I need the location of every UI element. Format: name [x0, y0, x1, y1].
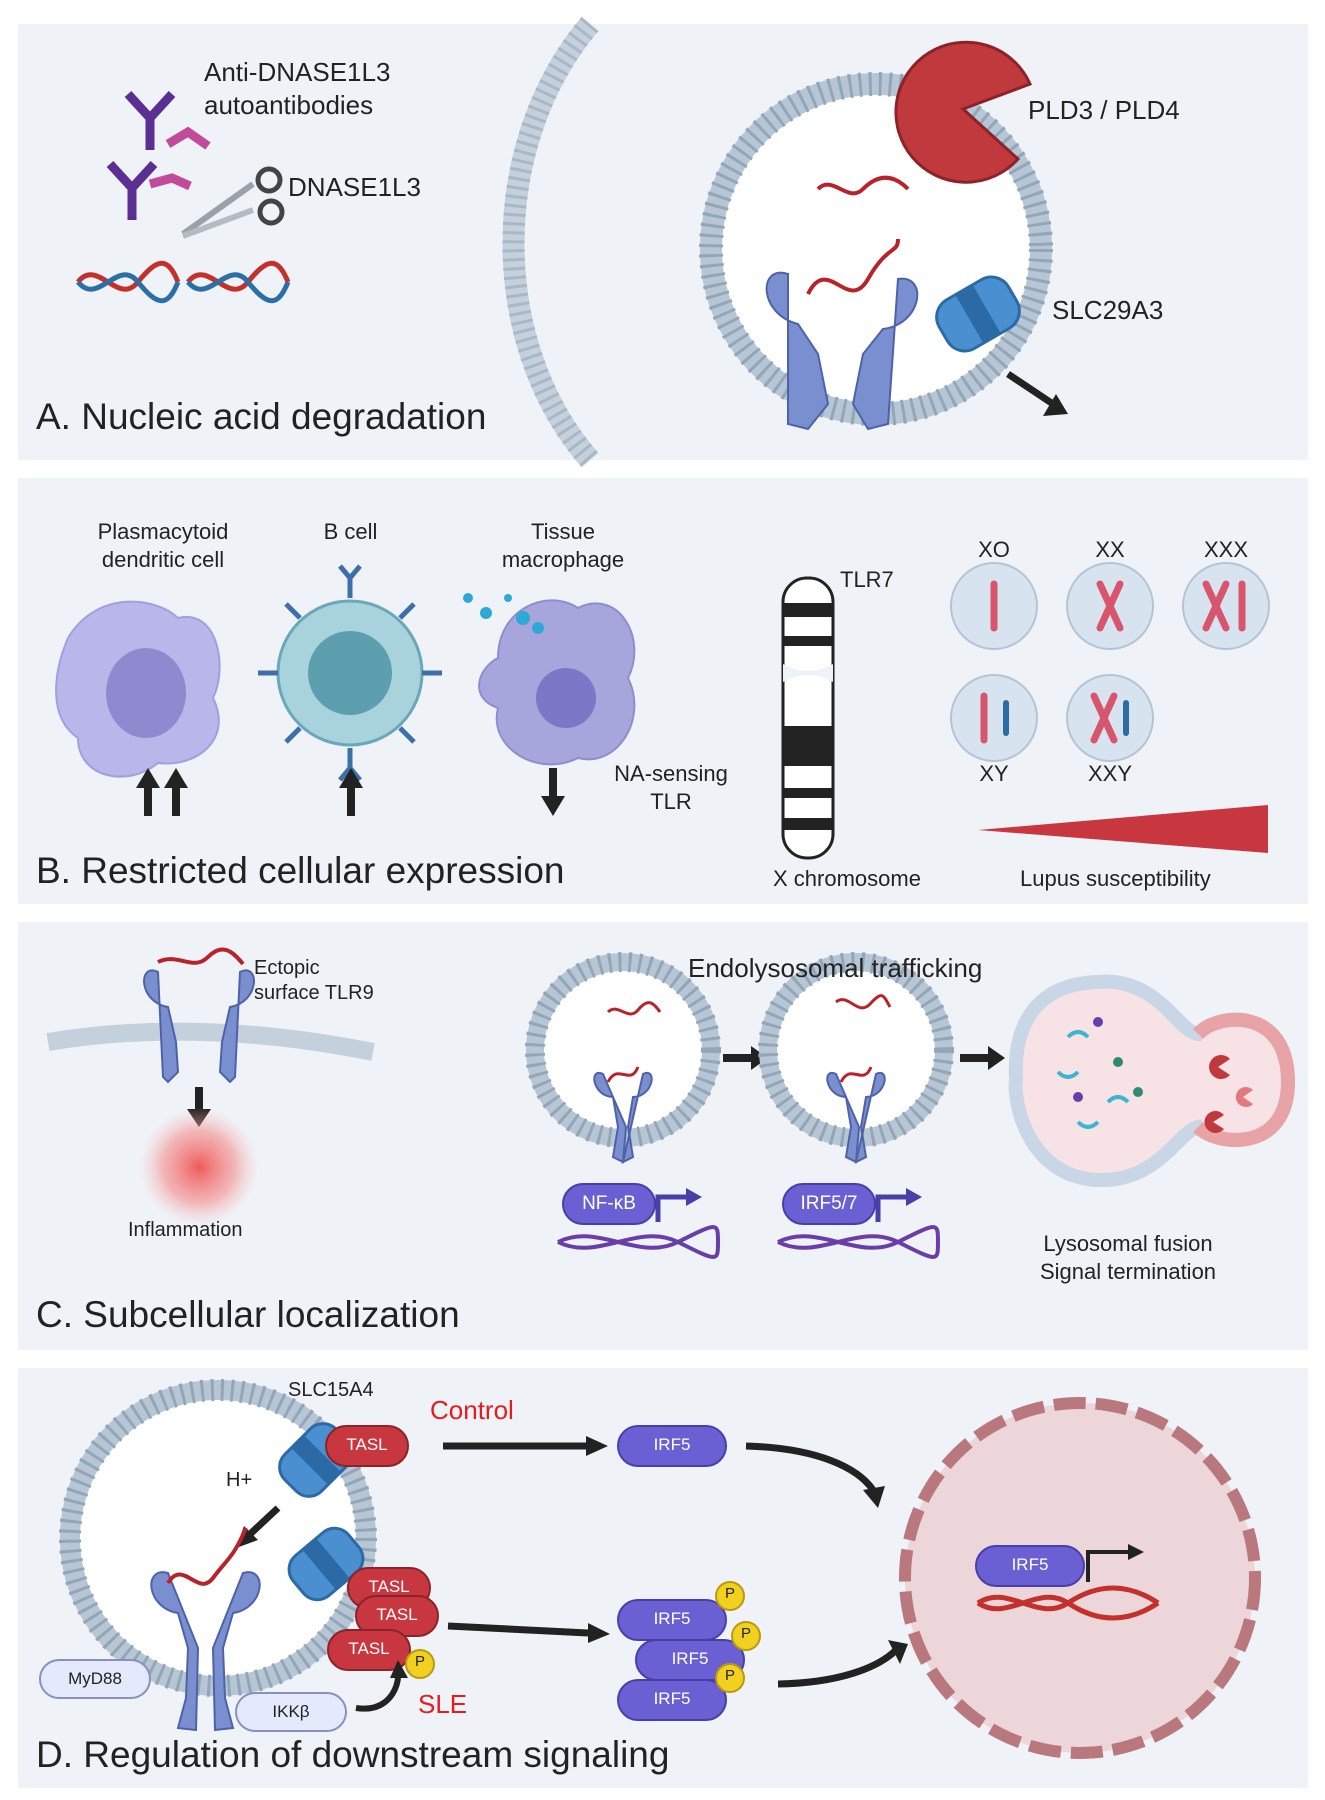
- x-chromosome-label: X chromosome: [773, 866, 921, 891]
- scissors-icon: [181, 166, 285, 239]
- slc29a3-label: SLC29A3: [1052, 295, 1164, 325]
- inflammation-glow: [139, 1107, 259, 1227]
- slc15a4-transporter-lower: [287, 1526, 365, 1602]
- panel-b-title: B. Restricted cellular expression: [36, 850, 565, 891]
- phospho-label-2: P: [740, 1625, 751, 1642]
- export-arrow: [1006, 371, 1055, 407]
- slc15a4-label: SLC15A4: [288, 1379, 374, 1401]
- irf5-protein: [617, 1425, 727, 1467]
- phospho-label-1: P: [724, 1585, 735, 1602]
- tasl-label-1: TASL: [368, 1577, 410, 1596]
- tasl-label-3: TASL: [348, 1639, 390, 1658]
- panel-c-graphics: [46, 947, 1296, 1259]
- phospho-badge: [405, 1649, 435, 1679]
- panel-d: SLC15A4 Control H+ TASL TASL TASL TASL P…: [18, 1368, 1308, 1788]
- panel-a-title: A. Nucleic acid degradation: [36, 396, 487, 437]
- irf5-label-3: IRF5: [653, 1689, 691, 1708]
- irf5-label-2: IRF5: [671, 1649, 709, 1668]
- antibody-icon: [124, 90, 211, 150]
- tlr7-label: TLR7: [840, 567, 894, 592]
- karyotype-xxx: XXX: [1203, 537, 1249, 562]
- dna-icon: [186, 260, 291, 304]
- myd88-label: MyD88: [68, 1669, 122, 1688]
- irf57-label: IRF5/7: [800, 1193, 858, 1214]
- karyotype-xo: XO: [978, 537, 1010, 562]
- irf5-control-label: IRF5: [653, 1435, 691, 1454]
- susceptibility-wedge: [978, 805, 1268, 853]
- nucleic-acid: [816, 175, 910, 196]
- antibody-icon: [258, 564, 442, 782]
- plasma-membrane: [502, 16, 599, 468]
- panel-b-graphics: [55, 562, 1270, 860]
- pld-enzyme: [894, 40, 1033, 184]
- irf5-label-1: IRF5: [653, 1609, 691, 1628]
- x-chromosome-icon: [781, 576, 835, 860]
- myd88-protein: [39, 1659, 151, 1699]
- tasl-control-label: TASL: [346, 1435, 388, 1454]
- ikkb-protein: [235, 1692, 347, 1732]
- inflammation-label: Inflammation: [128, 1219, 243, 1241]
- phospho-label: P: [414, 1653, 425, 1670]
- karyotype-xx: XX: [1095, 537, 1125, 562]
- irf5-nuclear: [975, 1545, 1085, 1587]
- sle-label: SLE: [418, 1689, 468, 1719]
- tlr9-receptor: [143, 969, 255, 1084]
- tasl-label-2: TASL: [376, 1605, 418, 1624]
- panel-d-graphics: [39, 1379, 1261, 1759]
- irf5-stack: [617, 1581, 761, 1721]
- panel-d-title: D. Regulation of downstream signaling: [36, 1734, 670, 1775]
- h-plus-label: H+: [226, 1469, 253, 1491]
- panel-a-graphics: [76, 16, 1068, 468]
- tasl-protein: [325, 1425, 439, 1671]
- antibody-icon: [106, 160, 192, 220]
- ikkb-label: IKKβ: [272, 1702, 310, 1721]
- expression-arrows: [136, 768, 565, 816]
- early-endosome: [525, 952, 721, 1164]
- trafficking-label: Endolysosomal trafficking: [688, 953, 983, 983]
- panel-c-title: C. Subcellular localization: [36, 1294, 460, 1335]
- tlr-receptor: [150, 1571, 261, 1732]
- nfkb-label: NF-κB: [582, 1193, 636, 1214]
- pld-label: PLD3 / PLD4: [1028, 95, 1180, 125]
- karyotype-xxy: XXY: [1087, 761, 1133, 786]
- particles-icon: [463, 593, 544, 634]
- nfkb-factor: [557, 1183, 720, 1259]
- dna-icon: [76, 260, 181, 304]
- susceptibility-label: Lupus susceptibility: [1020, 866, 1211, 891]
- plasma-membrane: [46, 1022, 375, 1061]
- irf5-nuclear-label: IRF5: [1011, 1555, 1049, 1574]
- lysosomal-fusion-icon: [1008, 974, 1296, 1188]
- karyotype-xy: XY: [979, 761, 1009, 786]
- dnase-label: DNASE1L3: [288, 172, 421, 202]
- late-endosome: [758, 952, 954, 1164]
- phospho-label-3: P: [724, 1667, 735, 1684]
- slc29a3-transporter: [935, 275, 1021, 353]
- control-label: Control: [430, 1395, 514, 1425]
- bcell-label: B cell: [323, 519, 378, 544]
- tlr-receptor: [765, 271, 919, 431]
- irf57-factor: [777, 1183, 940, 1259]
